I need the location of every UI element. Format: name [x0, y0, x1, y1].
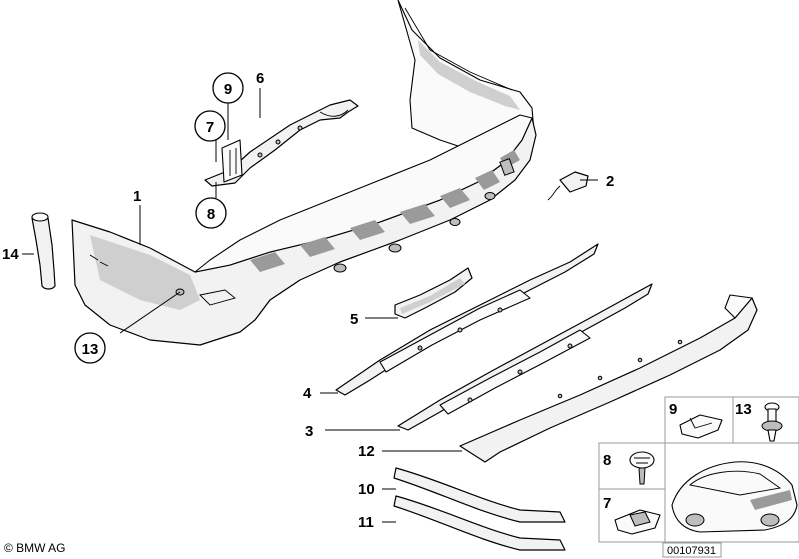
bracket-strip-part-4 — [335, 243, 599, 396]
label-12: 12 — [358, 443, 375, 460]
label-1: 1 — [133, 188, 141, 205]
doc-number: 00107931 — [667, 545, 716, 557]
small-label-13: 13 — [735, 401, 752, 418]
label-5: 5 — [350, 311, 358, 328]
bumper-hole — [449, 218, 461, 226]
label-2: 2 — [606, 173, 614, 190]
callout-label-8: 8 — [207, 206, 215, 223]
sensor-part-2 — [547, 171, 589, 201]
bracket-strip-part-3 — [397, 283, 653, 431]
label-3: 3 — [305, 423, 313, 440]
bumper-hole — [388, 243, 402, 253]
strip-part-10 — [393, 467, 566, 523]
label-14: 14 — [2, 246, 19, 263]
sensor-socket — [499, 158, 515, 176]
callout-circle-13 — [74, 332, 106, 364]
callout-label-9: 9 — [224, 81, 232, 98]
leader-lines — [22, 88, 598, 523]
strip-part-11 — [393, 495, 566, 551]
small-parts-panel: 9 13 8 7 — [598, 396, 799, 543]
callout-circle-8 — [195, 197, 227, 229]
callout-circle-9 — [212, 72, 244, 104]
lower-panel-part-12 — [459, 294, 758, 463]
label-10: 10 — [358, 481, 375, 498]
callout-circle-7 — [194, 110, 226, 142]
side-strip-part-14 — [31, 212, 56, 290]
callout-label-13: 13 — [82, 341, 99, 358]
trim-part-5 — [394, 267, 473, 319]
bracket-part-6 — [204, 99, 359, 187]
label-11: 11 — [358, 514, 374, 531]
screw-icon — [629, 451, 655, 485]
nut-icon — [614, 509, 661, 535]
box-screw-8 — [598, 442, 666, 490]
bumper-hole — [484, 192, 496, 200]
label-6: 6 — [256, 70, 264, 87]
car-thumbnail — [671, 461, 798, 533]
label-4: 4 — [303, 385, 312, 402]
copyright: © BMW AG — [4, 541, 66, 555]
bumper-hole — [333, 263, 347, 273]
small-label-8: 8 — [603, 452, 611, 469]
part-labels: 1 2 3 4 5 6 10 11 12 14 — [2, 70, 614, 531]
rivet-icon — [761, 402, 783, 442]
small-label-9: 9 — [669, 401, 677, 418]
clip-icon — [679, 414, 723, 439]
small-label-7: 7 — [603, 495, 611, 512]
callout-label-7: 7 — [206, 119, 214, 136]
doc-number-box — [662, 542, 722, 558]
bumper-cover — [71, 114, 537, 346]
circled-callouts: 9 7 8 13 — [74, 72, 244, 364]
footer: © BMW AG 00107931 — [4, 541, 722, 558]
